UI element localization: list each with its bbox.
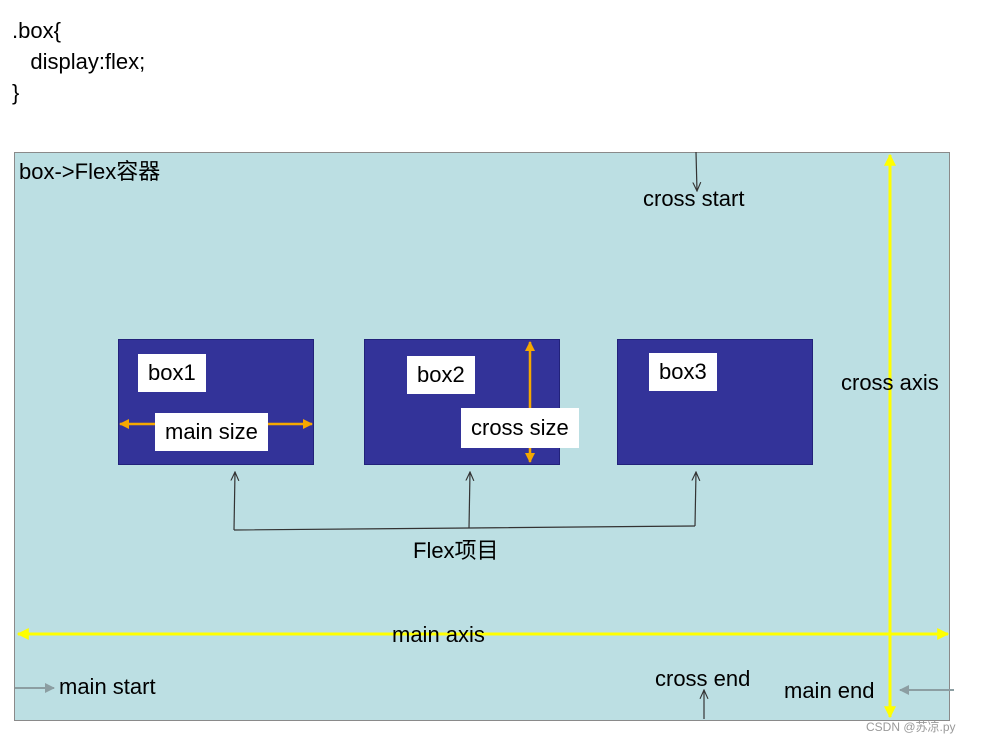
flex-item-pointer-2 [469, 472, 470, 529]
main-size-label: main size [155, 413, 268, 451]
flex-items-label: Flex项目 [413, 538, 499, 563]
cross-size-label: cross size [461, 408, 579, 448]
box1-label: box1 [138, 354, 206, 392]
box3-label: box3 [649, 353, 717, 391]
watermark: CSDN @苏凉.py [866, 720, 956, 734]
cross-start-label: cross start [643, 186, 745, 211]
code-line-1: .box{ [12, 18, 61, 43]
main-end-label: main end [784, 678, 875, 703]
container-label: box->Flex容器 [19, 159, 161, 184]
flex-items-bracket [233, 525, 696, 531]
cross-start-pointer [696, 151, 697, 191]
flex-item-pointer-3 [695, 472, 696, 527]
cross-axis-label: cross axis [841, 370, 939, 395]
main-start-label: main start [59, 674, 156, 699]
main-axis-label: main axis [392, 622, 485, 647]
flex-item-pointer-1 [234, 472, 235, 531]
cross-end-label: cross end [655, 666, 751, 691]
box2-label: box2 [407, 356, 475, 394]
code-line-3: } [12, 80, 20, 105]
code-line-2: display:flex; [12, 49, 146, 74]
